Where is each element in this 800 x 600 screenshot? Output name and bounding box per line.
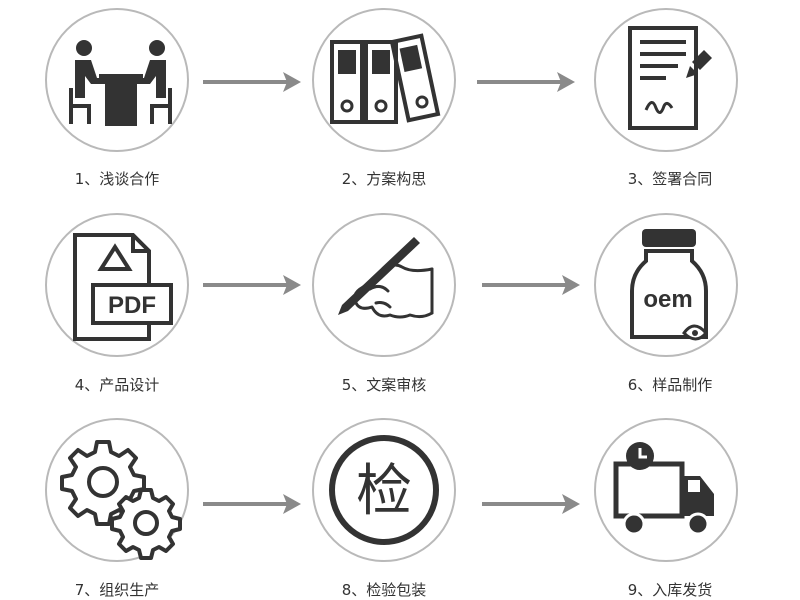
step-8-circle: 检 [312, 418, 456, 562]
gears-icon [60, 440, 182, 560]
oem-bottle-icon: oem [630, 229, 708, 341]
flow-arrow [203, 273, 303, 297]
inspection-glyph: 检 [356, 459, 412, 524]
step-1-label: 1、浅谈合作 [74, 170, 160, 188]
inspection-icon: 检 [329, 435, 439, 545]
contract-sign-icon [628, 26, 712, 130]
step-3-circle [594, 8, 738, 152]
step-1-circle [45, 8, 189, 152]
flow-arrow [203, 492, 303, 516]
pdf-text: PDF [108, 292, 156, 319]
step-4-label: 4、产品设计 [74, 376, 160, 394]
meeting-icon [69, 40, 172, 126]
step-5-circle [312, 213, 456, 357]
step-6-label: 6、样品制作 [627, 376, 713, 394]
delivery-truck-icon [613, 442, 714, 536]
hand-writing-icon [338, 237, 434, 319]
step-7-label: 7、组织生产 [74, 581, 160, 599]
step-5-label: 5、文案审核 [341, 376, 427, 394]
step-6-circle: oem [594, 213, 738, 357]
flow-arrow [203, 70, 303, 94]
oem-text: oem [643, 286, 692, 313]
step-7-circle [45, 418, 189, 562]
flow-arrow [482, 273, 582, 297]
step-8-label: 8、检验包装 [341, 581, 427, 599]
flow-arrow [482, 492, 582, 516]
step-2-circle [312, 8, 456, 152]
step-9-circle [594, 418, 738, 562]
step-3-label: 3、签署合同 [627, 170, 713, 188]
step-4-circle: PDF [45, 213, 189, 357]
flow-arrow [477, 70, 577, 94]
binders-icon [330, 33, 441, 124]
step-2-label: 2、方案构思 [341, 170, 427, 188]
pdf-file-icon: PDF [73, 233, 173, 341]
step-9-label: 9、入库发货 [627, 581, 713, 599]
